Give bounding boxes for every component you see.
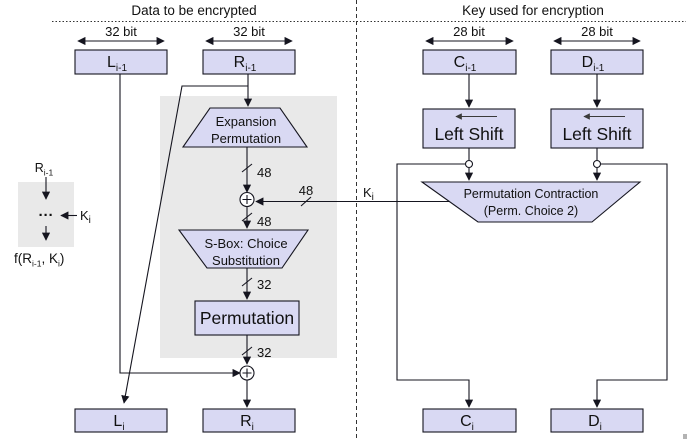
box-c-next: [422, 408, 517, 433]
mini-r-label: Ri-1: [35, 161, 54, 178]
bit-label-d: 28 bit: [581, 24, 613, 39]
perm-contraction-trapezoid: [420, 181, 642, 223]
label-c-prev: Ci-1: [454, 54, 477, 74]
box-r-prev: [202, 49, 296, 75]
mini-f-output-label: f(Ri-1, Ki): [14, 251, 64, 269]
wires: [119, 74, 668, 408]
wire-loop-to-cnext: [396, 163, 474, 408]
xor1-plus: [242, 195, 252, 204]
slash-48-key: [300, 196, 312, 207]
label-d-next: Di: [588, 413, 602, 433]
label-32-top: 32: [257, 277, 271, 292]
branch-dot-c: [464, 159, 474, 169]
label-d-prev: Di-1: [582, 54, 605, 74]
permutation-box: [194, 300, 300, 336]
expansion-permutation-trapezoid: [181, 107, 309, 148]
bit-label-l: 32 bit: [105, 24, 137, 39]
label-48-key: 48: [299, 183, 313, 198]
label-32-bottom: 32: [257, 345, 271, 360]
label-key-wire: Ki: [363, 185, 374, 203]
slash-48-bottom: [241, 212, 253, 222]
xor2-node: [239, 365, 255, 381]
wire-loop-to-dnext: [592, 163, 668, 408]
label-c-next: Ci: [460, 413, 474, 433]
permutation-label: Permutation: [200, 308, 294, 328]
sbox-trapezoid: [177, 229, 310, 269]
mini-f-legend: Ri-1 ··· Ki f(Ri-1, Ki): [14, 161, 91, 269]
label-48-top: 48: [257, 165, 271, 180]
label-48-bottom: 48: [257, 214, 271, 229]
box-l-prev: [74, 49, 168, 75]
box-d-prev: [550, 49, 644, 75]
left-section-title: Data to be encrypted: [131, 3, 256, 18]
perm-contraction-line2: (Perm. Choice 2): [484, 204, 578, 218]
corner-artifact: [683, 434, 687, 439]
box-r-next: [202, 408, 296, 433]
box-d-next: [550, 408, 644, 433]
box-l-next: [74, 408, 168, 433]
xor1-node: [239, 191, 255, 208]
slash-32-top: [241, 277, 253, 287]
left-shift-box-1: [422, 108, 516, 149]
branch-dot-d: [592, 159, 602, 169]
sbox-line1: S-Box: Choice: [204, 236, 287, 251]
sbox-line2: Substitution: [212, 253, 280, 268]
label-l-prev: Li-1: [107, 54, 127, 74]
label-l-next: Li: [113, 413, 124, 433]
left-shift-box-2: [550, 108, 644, 149]
bit-label-c: 28 bit: [453, 24, 485, 39]
bit-width-arrows: 32 bit 32 bit 28 bit 28 bit: [77, 24, 641, 46]
wire-rprev-to-lnext: [121, 85, 248, 404]
expansion-line1: Expansion: [216, 114, 277, 129]
bus-slashes: [241, 163, 312, 356]
slash-48-top: [241, 163, 253, 173]
mini-key-label: Ki: [80, 208, 91, 226]
expansion-line2: Permutation: [211, 131, 281, 146]
left-shift-label-2: Left Shift: [562, 124, 631, 144]
label-r-prev: Ri-1: [234, 54, 257, 74]
right-section-title: Key used for encryption: [462, 3, 604, 18]
mini-dots: ···: [39, 207, 54, 224]
xor2-plus: [242, 368, 252, 378]
wire-lprev-to-xor2: [119, 74, 241, 378]
left-shift-label-1: Left Shift: [434, 124, 503, 144]
label-r-next: Ri: [240, 413, 254, 433]
perm-contraction-line1: Permutation Contraction: [464, 187, 599, 201]
slash-32-bottom: [241, 346, 253, 356]
box-c-prev: [422, 49, 517, 75]
bit-label-r: 32 bit: [233, 24, 265, 39]
